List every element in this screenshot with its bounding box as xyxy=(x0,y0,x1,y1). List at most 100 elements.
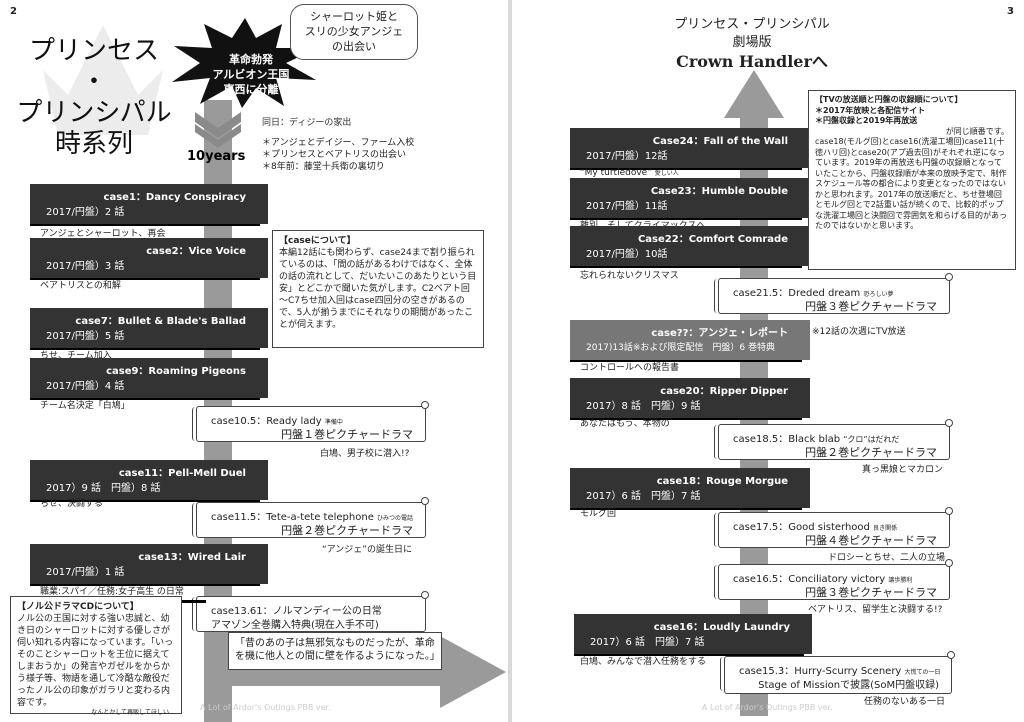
case-episode: 2017）9 話 円盤）8 話 xyxy=(46,483,161,494)
scroll-curl-icon xyxy=(421,591,429,599)
case-title: case18：Rouge Morgue xyxy=(656,476,788,487)
scroll-caption: ベアトリス、留学生と決闘する!? xyxy=(808,605,943,615)
scroll-title-text: case16.5：Conciliatory victory xyxy=(733,574,886,585)
scroll-box: case10.5：Ready lady 準備中 円盤１巻ピクチャードラマ xyxy=(192,401,429,442)
speech-bubble: シャーロット姫と スリの少女アンジェ の出会い xyxy=(290,4,418,60)
case-episode: 2017/円盤）5 話 xyxy=(46,331,125,342)
movie-title-line: 劇場版 xyxy=(732,35,772,50)
case-caption: 白鳩、みんなで潜入任務をする xyxy=(580,657,707,667)
connector-line xyxy=(182,600,206,603)
title-line: プリンシパル xyxy=(16,98,172,128)
note-title: 【ノル公ドラマCDについて】 xyxy=(17,602,139,612)
note-line: ＊2017年放映と各配信サイト xyxy=(815,105,926,115)
scroll-box: case21.5：Dreded dream 恐ろしい夢 円盤３巻ピクチャードラマ xyxy=(714,273,953,314)
case-caption: 忘れられないクリスマス xyxy=(580,271,679,281)
scroll-caption: 白鳩、男子校に潜入!? xyxy=(320,449,410,459)
scroll-tiny: “クロ”はだれだ xyxy=(843,435,900,444)
case-box: Case24：Fall of the Wall 2017/円盤）12話 xyxy=(570,128,810,168)
bubble-line: の出会い xyxy=(332,40,376,53)
report-side-note: ※12話の次週にTV放送 xyxy=(812,327,906,337)
scroll-curl-icon xyxy=(945,507,953,515)
scroll-title: case15.3：Hurry-Scurry Scenery 大慌ての一日 xyxy=(739,662,941,677)
note-body: 本編12話にも関わらず、case24まで割り振られているのは、「間の話があるわけ… xyxy=(279,248,477,330)
scroll-sub: 円盤３巻ピクチャードラマ xyxy=(805,300,937,313)
right-page: 3 プリンセス・プリンシパル 劇場版 Crown Handlerへ Case24… xyxy=(512,0,1024,722)
case-box: case20：Ripper Dipper 2017）8 話 円盤）9 話 xyxy=(570,378,810,418)
note-title: 【TVの放送順と円盤の収録順について】 xyxy=(815,95,963,104)
case-title: Case23：Humble Double xyxy=(650,186,788,197)
quote-box: 「昔のあの子は無邪気なものだったが、革命を機に他人との間に壁を作るようになった。… xyxy=(228,632,442,670)
case-title: case1：Dancy Conspiracy xyxy=(103,192,246,203)
case-title: Case24：Fall of the Wall xyxy=(652,136,788,147)
note-body: ノル公の王国に対する強い忠誠と、幼き日のシャーロットに対する優しさが伺い知れる内… xyxy=(17,614,174,708)
case-episode: 2017/円盤）10話 xyxy=(586,249,668,260)
scroll-box: case13.61：ノルマンディー公の日常 アマゾン全巻購入特典(現在入手不可) xyxy=(192,591,429,632)
title-line: ・ xyxy=(80,67,107,97)
about-case-note: 【caseについて】 本編12話にも関わらず、case24まで割り振られているの… xyxy=(272,230,484,348)
scroll-box: case18.5：Black blab “クロ”はだれだ 円盤２巻ピクチャードラ… xyxy=(714,419,953,460)
case-box: case11：Pell-Mell Duel 2017）9 話 円盤）8 話 xyxy=(30,460,268,500)
burst-text: 革命勃発 アルビオン王国 東西に分離 xyxy=(196,52,306,97)
ten-years-label: 10years xyxy=(187,149,246,164)
scroll-sub: 円盤２巻ピクチャードラマ xyxy=(805,446,937,459)
burst-line: アルビオン王国 xyxy=(212,68,290,81)
scroll-title: case13.61：ノルマンディー公の日常 xyxy=(211,606,382,617)
case-title: case11：Pell-Mell Duel xyxy=(118,468,246,479)
note-tail: なんとかして再販してほしい… xyxy=(91,709,175,716)
case-box: case16：Loudly Laundry 2017）6 話 円盤）7 話 xyxy=(574,614,812,654)
chevron-down-icon xyxy=(195,112,241,148)
scroll-sub: 円盤２巻ピクチャードラマ xyxy=(281,524,413,537)
events-list: ＊アンジェとデイジー、ファーム入校 ＊プリンセスとベアトリスの出会い ＊8年前：… xyxy=(262,137,414,173)
case-caption: 職業:スパイ／任務:女子高生 の日常 xyxy=(40,587,184,597)
movie-title-line: プリンセス・プリンシパル xyxy=(674,17,830,32)
bubble-line: スリの少女アンジェ xyxy=(304,25,404,38)
case-caption: モルグ回 xyxy=(580,509,617,519)
case-box: case7：Bullet & Blade's Ballad 2017/円盤）5 … xyxy=(30,308,268,348)
title-line: プリンセス xyxy=(28,36,159,66)
left-page: 2 プリンセス ・ プリンシパル 時系列 革命勃発 アルビオン王国 東西に分離 … xyxy=(0,0,508,722)
case-tiny: 愛しい人 xyxy=(654,170,679,177)
case-box: case9：Roaming Pigeons 2017/円盤）4 話 xyxy=(30,358,268,398)
event-item: ＊アンジェとデイジー、ファーム入校 xyxy=(262,138,415,148)
case-box: case13：Wired Lair 2017/円盤）1 話 xyxy=(30,544,268,584)
scroll-tiny: 良き関係 xyxy=(873,525,898,532)
burst-line: 東西に分離 xyxy=(223,83,279,96)
note-body: case18(モルグ回)とcase16(洗濯工場回)case11(十徳ハリ回)と… xyxy=(815,137,1007,230)
crown-handler-title: Crown Handlerへ xyxy=(676,52,828,71)
case-caption: ちせ、決闘する xyxy=(40,499,104,509)
case-caption: ちせ、チーム加入 xyxy=(40,351,112,361)
case-box: case2：Vice Voice 2017/円盤）3 話 xyxy=(30,238,268,278)
case-box: Case23：Humble Double 2017/円盤）11話 xyxy=(570,178,810,218)
title-line: 時系列 xyxy=(54,129,133,159)
scroll-title: case18.5：Black blab “クロ”はだれだ xyxy=(733,430,899,445)
case-caption: コントロールへの報告書 xyxy=(580,363,680,373)
scroll-sub: アマゾン全巻購入特典(現在入手不可) xyxy=(211,620,379,631)
case-title: case??：アンジェ・レポート xyxy=(651,328,788,339)
broadcast-order-note: 【TVの放送順と円盤の収録順について】 ＊2017年放映と各配信サイト ＊円盤収… xyxy=(808,90,1016,270)
burst-line: 革命勃発 xyxy=(229,53,273,66)
report-case-box: case??：アンジェ・レポート 2017)13話※および限定配信 円盤）6 巻… xyxy=(570,320,810,360)
scroll-caption: 真っ黒娘とマカロン xyxy=(862,465,944,475)
case-episode: 2017/円盤）3 話 xyxy=(46,261,125,272)
case-title: case7：Bullet & Blade's Ballad xyxy=(75,316,246,327)
case-caption-text: “My turtledove” xyxy=(580,168,652,178)
case-title: Case22：Comfort Comrade xyxy=(637,234,788,245)
scroll-curl-icon xyxy=(945,273,953,281)
movie-title: プリンセス・プリンシパル 劇場版 xyxy=(652,16,852,52)
scroll-tiny: 譲歩勝利 xyxy=(888,577,913,584)
scroll-caption: 任務のないある一日 xyxy=(864,697,946,707)
case-caption: あなたはもう、本物の xyxy=(580,419,670,429)
scroll-sub: 円盤３巻ピクチャードラマ xyxy=(805,586,937,599)
event-item: ＊8年前：藤堂十兵衛の裏切り xyxy=(262,162,385,172)
scroll-curl-icon xyxy=(947,651,955,659)
scroll-box: case11.5：Tete-a-tete telephone ひみつの電話 円盤… xyxy=(192,497,429,538)
event-item: ＊プリンセスとベアトリスの出会い xyxy=(262,150,407,160)
scroll-box: case15.3：Hurry-Scurry Scenery 大慌ての一日 Sta… xyxy=(720,651,955,694)
case-box: case1：Dancy Conspiracy 2017/円盤）2 話 xyxy=(30,184,268,224)
scroll-title-text: case17.5：Good sisterhood xyxy=(733,522,870,533)
note-title: 【caseについて】 xyxy=(279,236,356,246)
case-episode: 2017/円盤）1 話 xyxy=(46,567,125,578)
case-caption: “My turtledove” 愛しい人 xyxy=(580,168,679,178)
scroll-title: case21.5：Dreded dream 恐ろしい夢 xyxy=(733,284,894,299)
scroll-sub: 円盤４巻ピクチャードラマ xyxy=(805,534,937,547)
